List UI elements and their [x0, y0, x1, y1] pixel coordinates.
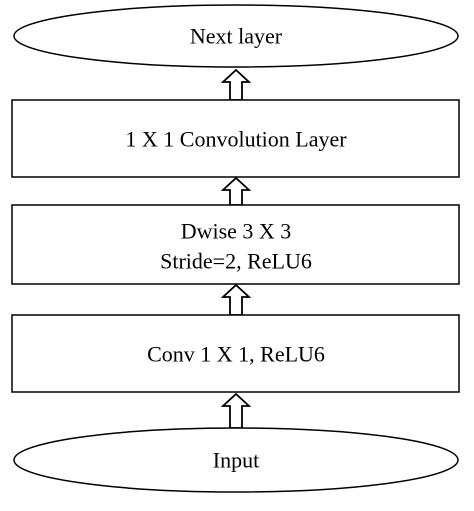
conv-relu-label: Conv 1 X 1, ReLU6: [147, 342, 325, 367]
node-dwise: Dwise 3 X 3 Stride=2, ReLU6: [11, 204, 460, 285]
arrow-conv-layer-to-next: [220, 68, 252, 101]
conv-1x1-layer-box: [11, 99, 460, 178]
arrow-conv-relu-to-dwise: [220, 283, 252, 316]
node-next-layer: Next layer: [13, 4, 459, 68]
dwise-box: [11, 204, 460, 285]
next-layer-ellipse: [13, 4, 459, 68]
node-conv-1x1-layer: 1 X 1 Convolution Layer: [11, 99, 460, 178]
dwise-label-line1: Dwise 3 X 3: [181, 219, 292, 244]
dwise-label-line2: Stride=2, ReLU6: [160, 249, 312, 274]
up-arrow-icon: [220, 392, 252, 429]
conv-relu-box: [11, 314, 460, 393]
conv-1x1-layer-label: 1 X 1 Convolution Layer: [125, 127, 347, 152]
arrow-input-to-conv-relu: [220, 392, 252, 429]
up-arrow-icon: [220, 283, 252, 316]
up-arrow-icon: [220, 176, 252, 206]
up-arrow-icon: [220, 68, 252, 101]
arrow-dwise-to-conv-layer: [220, 176, 252, 206]
input-ellipse: [13, 427, 459, 493]
next-layer-label: Next layer: [190, 24, 283, 49]
node-input: Input: [13, 427, 459, 493]
input-label: Input: [213, 448, 259, 473]
node-conv-relu: Conv 1 X 1, ReLU6: [11, 314, 460, 393]
